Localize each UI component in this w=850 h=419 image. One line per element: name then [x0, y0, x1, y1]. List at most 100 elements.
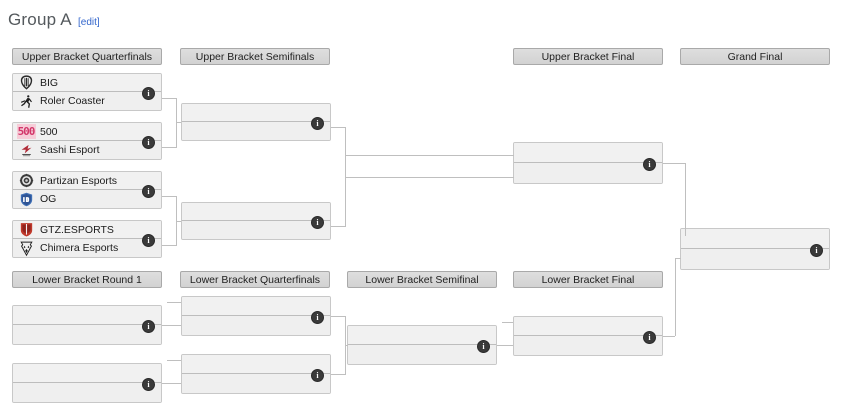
round-header-lower-round-1: Lower Bracket Round 1 [12, 271, 162, 288]
match-row-bottom[interactable] [13, 383, 161, 402]
match-row-top[interactable] [13, 364, 161, 383]
connector-line [162, 196, 176, 197]
info-icon[interactable]: i [142, 87, 155, 100]
match-row-bottom[interactable] [182, 374, 330, 393]
match-ub-qf-4[interactable]: GTZ.ESPORTS Chimera Esports i [12, 220, 162, 258]
info-icon[interactable]: i [142, 378, 155, 391]
info-icon[interactable]: i [311, 117, 324, 130]
connector-line [162, 383, 181, 384]
connector-line [663, 336, 675, 337]
round-header-upper-quarterfinals: Upper Bracket Quarterfinals [12, 48, 162, 65]
match-lb-final[interactable]: i [513, 316, 663, 356]
connector-line [675, 258, 676, 336]
match-row-top[interactable] [13, 306, 161, 325]
connector-line [176, 221, 181, 222]
match-row-top[interactable] [681, 229, 829, 249]
connector-line [162, 98, 176, 99]
og-logo [16, 190, 36, 208]
opponent-name: GTZ.ESPORTS [40, 223, 114, 236]
match-ub-sf-2[interactable]: i [181, 202, 331, 240]
match-row-top[interactable]: Partizan Esports [13, 172, 161, 190]
match-row-top[interactable] [348, 326, 496, 345]
chimera-esports-logo [16, 239, 36, 257]
info-icon[interactable]: i [311, 369, 324, 382]
info-icon[interactable]: i [810, 244, 823, 257]
match-ub-sf-1[interactable]: i [181, 103, 331, 141]
match-row-top[interactable] [514, 317, 662, 336]
connector-line [176, 98, 177, 148]
match-ub-qf-1[interactable]: BIG Roler Coaster i [12, 73, 162, 111]
connector-line [502, 322, 513, 323]
match-lb-semifinal[interactable]: i [347, 325, 497, 365]
connector-line [345, 155, 514, 156]
connector-line [663, 163, 685, 164]
connector-line [162, 325, 181, 326]
partizan-esports-logo [16, 172, 36, 190]
info-icon[interactable]: i [477, 340, 490, 353]
connector-line [345, 345, 348, 346]
info-icon[interactable]: i [311, 311, 324, 324]
match-row-bottom[interactable] [348, 345, 496, 364]
match-row-top[interactable] [182, 104, 330, 122]
sashi-esport-logo [16, 141, 36, 159]
match-lb-r1-1[interactable]: i [12, 305, 162, 345]
info-icon[interactable]: i [311, 216, 324, 229]
match-row-bottom[interactable] [182, 316, 330, 335]
info-icon[interactable]: i [643, 158, 656, 171]
opponent-name: OG [40, 193, 57, 205]
opponent-name: Sashi Esport [40, 144, 100, 156]
match-row-bottom[interactable] [514, 336, 662, 355]
round-header-lower-semifinal: Lower Bracket Semifinal [347, 271, 497, 288]
round-header-upper-semifinals: Upper Bracket Semifinals [180, 48, 330, 65]
connector-line [167, 360, 181, 361]
match-row-bottom[interactable]: Sashi Esport [13, 141, 161, 159]
connector-line [497, 345, 513, 346]
info-icon[interactable]: i [643, 331, 656, 344]
connector-line [675, 258, 681, 259]
match-row-bottom[interactable] [182, 122, 330, 140]
big-logo [16, 74, 36, 92]
info-icon[interactable]: i [142, 320, 155, 333]
match-lb-qf-1[interactable]: i [181, 296, 331, 336]
match-row-bottom[interactable]: Chimera Esports [13, 239, 161, 257]
match-ub-final[interactable]: i [513, 142, 663, 184]
match-ub-qf-2[interactable]: 500 500 Sashi Esport i [12, 122, 162, 160]
roler-coaster-logo [16, 92, 36, 110]
edit-link[interactable]: [edit] [78, 17, 100, 28]
match-row-top[interactable]: GTZ.ESPORTS [13, 221, 161, 239]
match-row-top[interactable]: BIG [13, 74, 161, 92]
match-row-bottom[interactable] [182, 221, 330, 239]
round-header-lower-quarterfinals: Lower Bracket Quarterfinals [180, 271, 330, 288]
match-row-bottom[interactable] [681, 249, 829, 269]
match-row-top[interactable] [182, 297, 330, 316]
match-row-top[interactable] [182, 203, 330, 221]
match-lb-qf-2[interactable]: i [181, 354, 331, 394]
connector-line [162, 147, 176, 148]
match-row-top[interactable] [182, 355, 330, 374]
match-grand-final[interactable]: i [680, 228, 830, 270]
match-row-top[interactable]: 500 500 [13, 123, 161, 141]
match-ub-qf-3[interactable]: Partizan Esports OG i [12, 171, 162, 209]
round-header-lower-final: Lower Bracket Final [513, 271, 663, 288]
match-lb-r1-2[interactable]: i [12, 363, 162, 403]
five-hundred-logo: 500 [16, 124, 36, 139]
opponent-name: BIG [40, 76, 59, 89]
opponent-name: Partizan Esports [40, 174, 118, 187]
info-icon[interactable]: i [142, 185, 155, 198]
info-icon[interactable]: i [142, 234, 155, 247]
connector-line [345, 177, 514, 178]
match-row-bottom[interactable] [514, 163, 662, 183]
gtz-esports-logo [16, 221, 36, 239]
connector-line [685, 163, 686, 236]
match-row-bottom[interactable]: OG [13, 190, 161, 208]
page-title: Group A [8, 10, 72, 29]
connector-line [176, 122, 181, 123]
connector-line [331, 374, 345, 375]
round-header-grand-final: Grand Final [680, 48, 830, 65]
info-icon[interactable]: i [142, 136, 155, 149]
match-row-bottom[interactable]: Roler Coaster [13, 92, 161, 110]
connector-line [331, 127, 345, 128]
match-row-bottom[interactable] [13, 325, 161, 344]
match-row-top[interactable] [514, 143, 662, 163]
